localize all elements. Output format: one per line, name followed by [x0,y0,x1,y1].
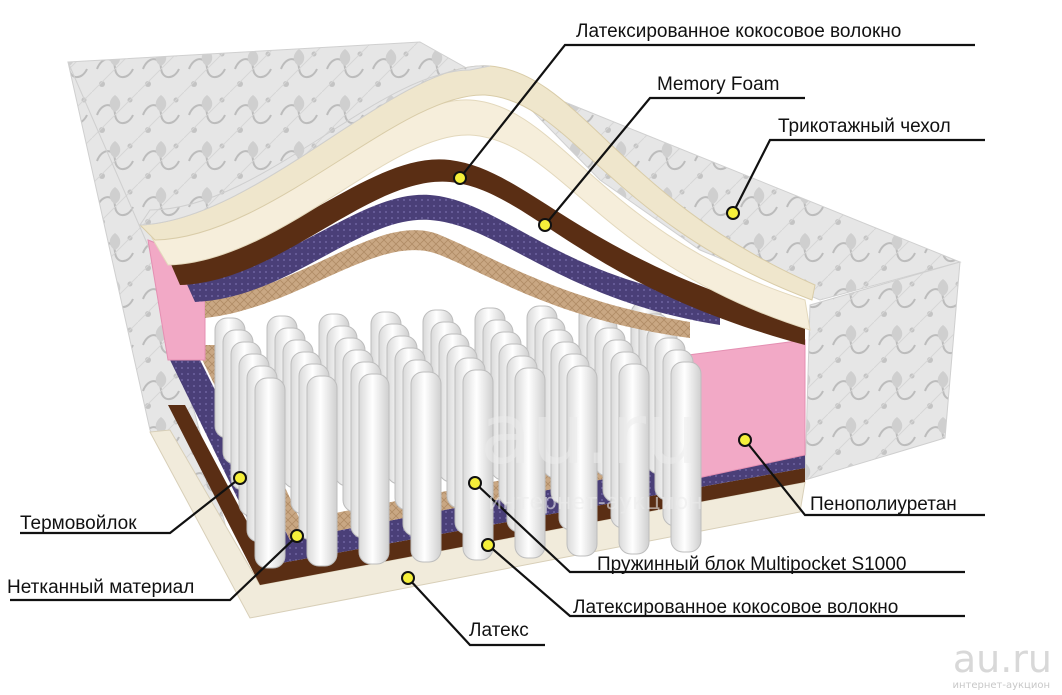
nonwoven-top-layer [205,230,690,338]
leader-latex-coir-top [459,43,975,179]
marker-latex-coir-bottom [481,538,495,552]
marker-spring-block [468,476,482,490]
leader-latex [407,577,545,647]
cover-lifted-edge [139,65,491,226]
cover-right-end [804,261,961,481]
marker-nonwoven [290,529,304,543]
watermark-center: au.ru [480,385,700,483]
felt-top-layer [185,194,720,325]
spring-block [214,301,702,569]
spring-pocket [566,365,598,557]
leader-pu-foam [744,439,985,517]
marker-latex-coir-top [453,171,467,185]
spring-pocket [462,369,494,561]
leader-knit-cover [732,138,985,214]
spring-pocket [618,363,650,555]
label-spring-block: Пружинный блок Multipocket S1000 [597,554,907,575]
spring-pocket [670,361,702,553]
label-latex-coir-bottom: Латексированное кокосовое волокно [573,597,899,618]
marker-thermofelt [233,471,247,485]
label-latex: Латекс [469,620,529,641]
spring-pocket [254,377,286,569]
leader-thermofelt [20,477,241,535]
leader-memory-foam [544,96,805,226]
spring-pocket [410,371,442,563]
label-memory-foam: Memory Foam [657,74,780,95]
marker-memory-foam [538,218,552,232]
leader-latex-coir-bottom [487,544,965,618]
markers [233,171,752,585]
label-knit-cover: Трикотажный чехол [778,116,951,137]
spring-pocket [306,375,338,567]
marker-latex [401,571,415,585]
spring-pocket [358,373,390,565]
leader-spring-block [474,482,965,574]
marker-pu-foam [738,433,752,447]
label-pu-foam: Пенополиуретан [810,494,957,515]
watermark-corner-caption: интернет-аукцион [952,680,1050,691]
watermark-center-sub: интернет-аукцион [488,490,703,515]
label-thermofelt: Термовойлок [20,513,137,534]
leader-lines [10,43,985,647]
label-nonwoven: Нетканный материал [7,577,195,598]
coir-top-layer [170,159,805,345]
spring-pocket [514,367,546,559]
pu-foam-right [687,339,806,479]
leader-nonwoven [10,535,298,602]
marker-knit-cover [726,206,740,220]
watermark-corner-logo: au.ru [952,637,1052,681]
label-latex-coir-top: Латексированное кокосовое волокно [576,21,902,42]
